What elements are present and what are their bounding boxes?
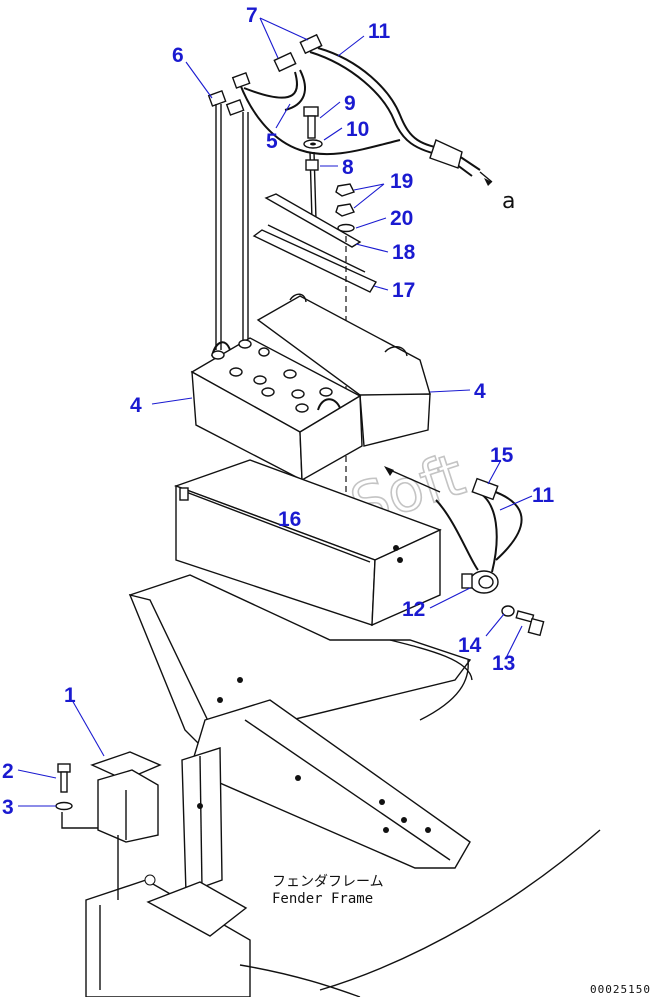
frame-note-english: Fender Frame [272,891,373,907]
leader-lines [17,17,533,807]
callout-14: 14 [458,634,482,657]
callout-1: 1 [64,684,76,707]
callout-17: 17 [392,279,415,302]
battery-hold-down [252,183,378,590]
fender-frame [85,574,601,997]
battery-cables [207,33,493,350]
callout-labels: 7 11 6 9 10 5 8 19 20 18 17 4 4 15 11 16… [2,4,555,819]
callout-4-left: 4 [130,394,142,417]
callout-16: 16 [278,508,301,531]
battery-rear [256,293,431,447]
callout-3: 3 [2,796,14,819]
bolt-9-washer-10 [303,106,323,149]
callout-20: 20 [390,207,413,230]
callout-11-top: 11 [368,20,391,43]
callout-7: 7 [246,4,258,27]
bracket-assembly [55,751,162,900]
battery-relay [384,466,523,594]
battery-box [173,459,442,642]
callout-15: 15 [490,444,514,467]
callout-5: 5 [266,130,278,153]
callout-4-right: 4 [474,380,486,403]
diagram-code: 00025150 [590,983,651,996]
reference-arrow-label: a [502,189,515,214]
callout-8: 8 [342,156,354,179]
callout-12: 12 [402,598,425,621]
callout-19: 19 [390,170,413,193]
bolt-13-washer-14 [501,605,545,637]
frame-note-japanese: フェンダフレーム [272,874,384,890]
callout-2: 2 [2,760,14,783]
callout-13: 13 [492,652,515,675]
callout-11-right: 11 [532,484,555,507]
callout-9: 9 [344,92,356,115]
callout-6: 6 [172,44,184,67]
callout-18: 18 [392,241,416,264]
callout-10: 10 [346,118,369,141]
